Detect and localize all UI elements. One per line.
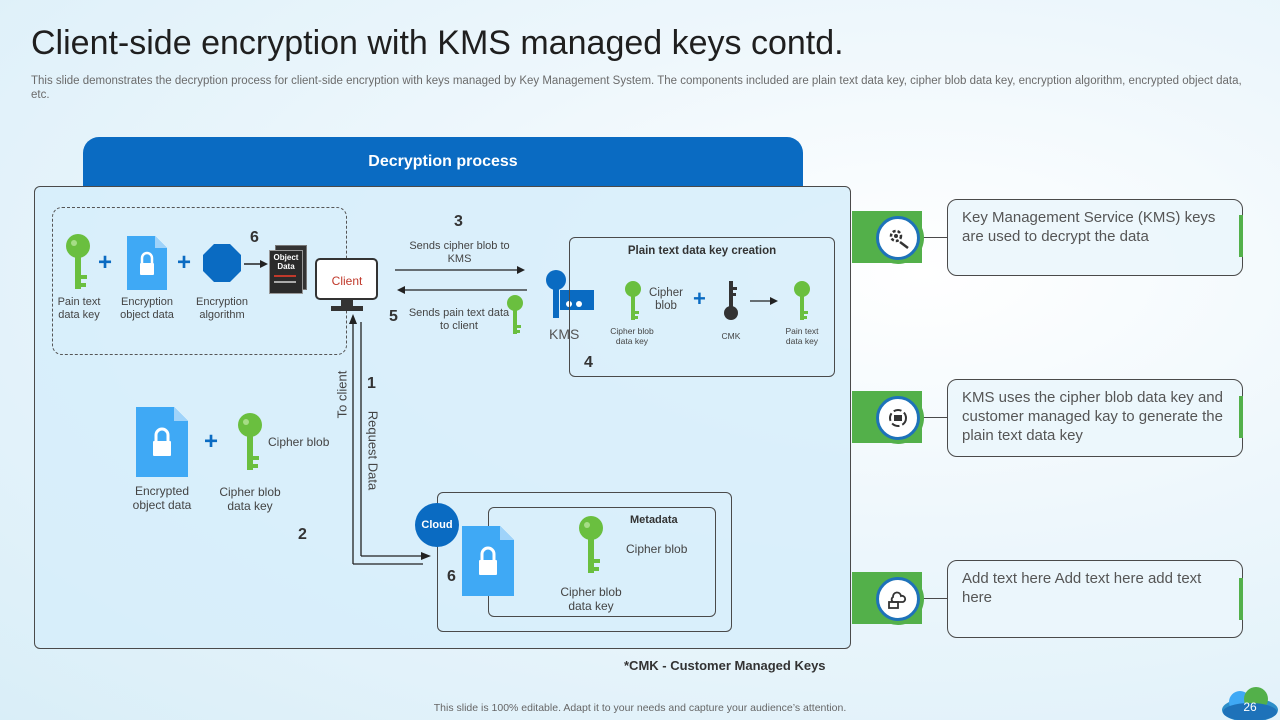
decryption-tab [83, 137, 803, 187]
encrypted-object-data-label: Encrypted object data [132, 484, 192, 512]
small-green-key-icon [507, 295, 523, 334]
cloud-badge: Cloud [415, 503, 459, 547]
object-data-doc: Object Data [269, 250, 303, 294]
cipher-blob-data-key-small-label: Cipher blob data key [610, 326, 654, 346]
gear-hand-icon [876, 216, 920, 260]
step-6-bottom: 6 [447, 568, 456, 585]
plus-icon: + [204, 428, 219, 455]
info-line-3 [921, 598, 947, 600]
footer-note: This slide is 100% editable. Adapt it to… [433, 702, 847, 714]
step-6-top: 6 [250, 229, 259, 246]
client-label: Client [331, 274, 363, 288]
plus-icon: + [98, 249, 113, 276]
cipher-blob-data-key-label: Cipher blob data key [219, 485, 281, 513]
info-accent-3 [1239, 578, 1243, 620]
doc-line [274, 275, 296, 277]
step-5: 5 [389, 308, 398, 325]
cloud-logo-icon [1222, 687, 1278, 720]
encrypted-document-icon [136, 407, 188, 477]
page-subtitle: This slide demonstrates the decryption p… [31, 75, 1242, 101]
request-data-label: Request Data [365, 410, 381, 491]
doc-line [274, 281, 296, 283]
info-box-3: Add text here Add text here add text her… [947, 560, 1243, 638]
encryption-object-data-label: Encryption object data [120, 296, 174, 321]
arrow-right-icon [750, 297, 778, 305]
metadata-key-label: Cipher blob data key [560, 585, 622, 613]
cloud-label: Cloud [421, 519, 453, 531]
cipher-blob-label: Cipher blob [649, 287, 683, 312]
client-monitor-icon [315, 258, 378, 311]
plus-icon: + [177, 249, 192, 276]
step-1: 1 [367, 375, 376, 392]
cycle-icon [876, 396, 920, 440]
locked-document-icon [127, 236, 167, 290]
info-accent-1 [1239, 215, 1243, 257]
arrow-right-icon [244, 260, 268, 268]
page-number: 26 [1243, 700, 1257, 714]
step-3-text: Sends cipher blob to KMS [409, 240, 510, 265]
metadata-cipher-blob: Cipher blob [626, 542, 688, 556]
info-accent-2 [1239, 396, 1243, 438]
kms-icon [546, 270, 594, 318]
step-2: 2 [298, 526, 307, 543]
octagon-icon [203, 244, 241, 282]
ptk-creation-title: Plain text data key creation [627, 245, 777, 257]
object-data-label: Object Data [273, 253, 299, 271]
ptk-creation-box [569, 237, 835, 377]
green-key-icon [238, 413, 262, 470]
decryption-tab-label: Decryption process [368, 153, 518, 170]
plus-icon: + [693, 286, 706, 311]
info-box-2: KMS uses the cipher blob data key and cu… [947, 379, 1243, 457]
to-client-label: To client [334, 370, 350, 419]
cipher-blob-key-icon [625, 281, 641, 320]
step-4: 4 [584, 354, 593, 371]
step-5-text: Sends pain text data to client [408, 307, 510, 332]
cloud-computer-icon [876, 577, 920, 621]
info-box-3-text: Add text here Add text here add text her… [962, 570, 1202, 606]
cipher-blob-text: Cipher blob [268, 435, 330, 449]
cmk-label: CMK [721, 331, 741, 341]
info-line-1 [921, 237, 947, 239]
cloud-box [437, 492, 732, 632]
encryption-algorithm-label: Encryption algorithm [196, 296, 248, 321]
cloud-encrypted-document-icon [462, 526, 514, 596]
info-box-2-text: KMS uses the cipher blob data key and cu… [962, 389, 1223, 444]
info-box-1-text: Key Management Service (KMS) keys are us… [962, 209, 1216, 245]
cmk-footnote: *CMK - Customer Managed Keys [624, 658, 826, 673]
plain-text-key-icon [794, 281, 810, 320]
page-title: Client-side encryption with KMS managed … [31, 24, 844, 62]
plain-text-key-small-label: Pain text data key [785, 326, 819, 346]
request-flow-arrows [349, 314, 431, 565]
kms-exchange-arrows [395, 266, 527, 294]
cmk-key-icon [724, 281, 738, 320]
plain-text-key-label: Pain text data key [57, 296, 101, 321]
metadata-title: Metadata [630, 514, 678, 526]
info-box-1: Key Management Service (KMS) keys are us… [947, 199, 1243, 276]
metadata-key-icon [579, 516, 603, 573]
kms-label: KMS [549, 326, 580, 342]
green-key-icon [66, 234, 90, 289]
info-line-2 [921, 417, 947, 419]
step-3: 3 [454, 213, 463, 230]
